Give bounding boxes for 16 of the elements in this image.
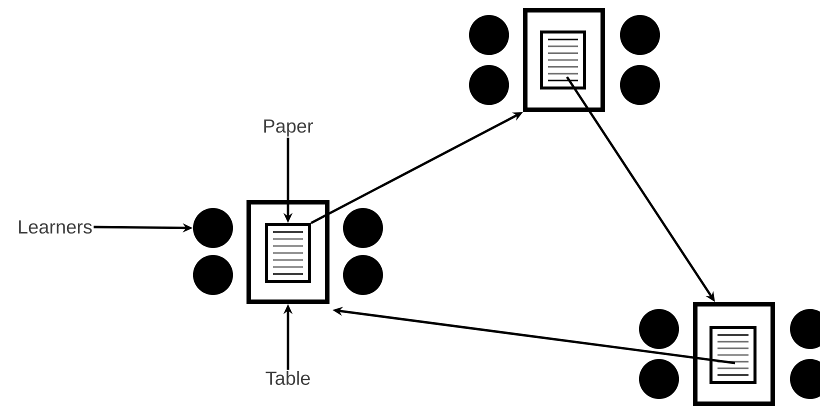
learner-circle xyxy=(639,359,679,399)
learner-circle xyxy=(469,65,509,105)
learner-circle xyxy=(343,255,383,295)
learner-circle xyxy=(620,15,660,55)
learner-circle xyxy=(620,65,660,105)
text-label: Learners xyxy=(19,220,92,234)
paper-drawing xyxy=(265,223,311,283)
text-label: Table xyxy=(266,371,310,385)
text-label: Paper xyxy=(264,120,314,136)
learner-circle xyxy=(469,15,509,55)
paper-drawing xyxy=(540,30,586,90)
learner-circle xyxy=(193,208,233,248)
learner-circle xyxy=(343,208,383,248)
learner-circle xyxy=(193,255,233,295)
paper-drawing xyxy=(710,326,756,384)
learner-circle xyxy=(639,309,679,349)
